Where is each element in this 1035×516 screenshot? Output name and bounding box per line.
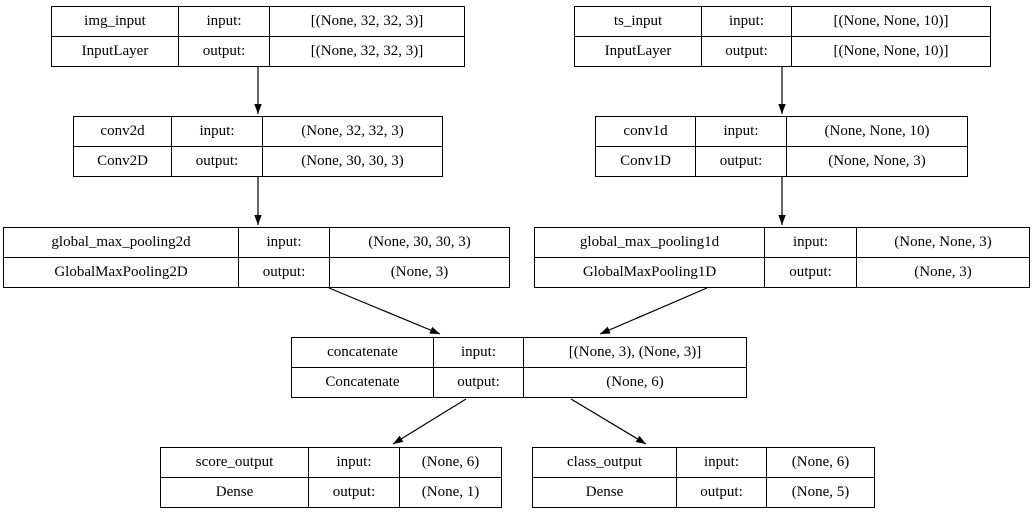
- output-label: output:: [238, 258, 329, 287]
- node-row-top: img_input input: [(None, 32, 32, 3)]: [52, 7, 464, 36]
- input-label: input:: [433, 338, 523, 367]
- node-concatenate: concatenate input: [(None, 3), (None, 3)…: [291, 337, 747, 398]
- layer-type: Dense: [585, 484, 624, 500]
- input-shape: [(None, 32, 32, 3)]: [269, 7, 464, 36]
- input-label: input:: [701, 7, 791, 36]
- node-class_output: class_output input: (None, 6) Dense outp…: [532, 447, 875, 508]
- layer-type: Concatenate: [325, 374, 400, 390]
- input-shape: (None, 6): [399, 448, 501, 477]
- layer-name: global_max_pooling2d: [51, 234, 191, 250]
- input-shape: [(None, 3), (None, 3)]: [523, 338, 746, 367]
- input-label: input:: [764, 228, 856, 257]
- node-row-bottom: Dense output: (None, 5): [533, 477, 874, 507]
- node-img_input: img_input input: [(None, 32, 32, 3)] Inp…: [51, 6, 465, 67]
- layer-type: GlobalMaxPooling2D: [54, 264, 188, 280]
- output-shape: (None, 5): [766, 478, 874, 507]
- layer-type: GlobalMaxPooling1D: [582, 264, 717, 280]
- input-label: input:: [178, 7, 269, 36]
- node-row-bottom: InputLayer output: [(None, None, 10)]: [575, 36, 990, 66]
- input-shape: (None, None, 10): [786, 117, 967, 146]
- node-global_max_pooling1d: global_max_pooling1d input: (None, None,…: [534, 227, 1030, 288]
- output-shape: [(None, None, 10)]: [791, 37, 990, 66]
- node-row-top: concatenate input: [(None, 3), (None, 3)…: [292, 338, 746, 367]
- node-ts_input: ts_input input: [(None, None, 10)] Input…: [574, 6, 991, 67]
- input-label: input:: [171, 117, 262, 146]
- edge-concatenate-class_output: [570, 398, 647, 445]
- output-label: output:: [701, 37, 791, 66]
- layer-name: class_output: [567, 454, 642, 470]
- output-label: output:: [178, 37, 269, 66]
- node-conv2d: conv2d input: (None, 32, 32, 3) Conv2D o…: [73, 116, 443, 177]
- node-conv1d: conv1d input: (None, None, 10) Conv1D ou…: [595, 116, 968, 177]
- node-row-top: score_output input: (None, 6): [161, 448, 501, 477]
- layer-type: Conv1D: [620, 153, 671, 169]
- layer-name: ts_input: [613, 13, 663, 29]
- edge-global_max_pooling2d-concatenate: [328, 287, 441, 335]
- layer-name: concatenate: [327, 344, 398, 360]
- input-shape: (None, 32, 32, 3): [262, 117, 442, 146]
- node-row-bottom: Conv2D output: (None, 30, 30, 3): [74, 146, 442, 176]
- layer-type: Conv2D: [97, 153, 148, 169]
- node-row-bottom: GlobalMaxPooling1D output: (None, 3): [535, 257, 1029, 287]
- layer-type: InputLayer: [604, 43, 672, 59]
- input-label: input:: [695, 117, 786, 146]
- output-shape: (None, 3): [856, 258, 1029, 287]
- output-label: output:: [433, 368, 523, 397]
- node-row-bottom: Concatenate output: (None, 6): [292, 367, 746, 397]
- layer-name: global_max_pooling1d: [579, 234, 720, 250]
- output-shape: (None, 1): [399, 478, 501, 507]
- edge-concatenate-score_output: [392, 398, 467, 445]
- input-label: input:: [308, 448, 399, 477]
- layer-name: img_input: [84, 13, 146, 29]
- output-label: output:: [308, 478, 399, 507]
- layer-type: InputLayer: [81, 43, 149, 59]
- output-label: output:: [695, 147, 786, 176]
- output-label: output:: [171, 147, 262, 176]
- input-shape: [(None, None, 10)]: [791, 7, 990, 36]
- node-row-top: ts_input input: [(None, None, 10)]: [575, 7, 990, 36]
- input-shape: (None, 6): [766, 448, 874, 477]
- input-label: input:: [676, 448, 766, 477]
- node-row-bottom: Dense output: (None, 1): [161, 477, 501, 507]
- output-shape: (None, None, 3): [786, 147, 967, 176]
- input-label: input:: [238, 228, 329, 257]
- output-shape: (None, 6): [523, 368, 746, 397]
- output-shape: (None, 3): [329, 258, 509, 287]
- output-label: output:: [764, 258, 856, 287]
- layer-name: score_output: [195, 454, 274, 470]
- node-row-top: conv2d input: (None, 32, 32, 3): [74, 117, 442, 146]
- node-score_output: score_output input: (None, 6) Dense outp…: [160, 447, 502, 508]
- node-row-bottom: GlobalMaxPooling2D output: (None, 3): [4, 257, 509, 287]
- node-row-top: class_output input: (None, 6): [533, 448, 874, 477]
- edge-global_max_pooling1d-concatenate: [599, 287, 708, 335]
- output-shape: [(None, 32, 32, 3)]: [269, 37, 464, 66]
- layer-name: conv1d: [623, 123, 668, 139]
- layer-name: conv2d: [100, 123, 145, 139]
- node-row-bottom: InputLayer output: [(None, 32, 32, 3)]: [52, 36, 464, 66]
- input-shape: (None, None, 3): [856, 228, 1029, 257]
- node-row-bottom: Conv1D output: (None, None, 3): [596, 146, 967, 176]
- output-label: output:: [676, 478, 766, 507]
- output-shape: (None, 30, 30, 3): [262, 147, 442, 176]
- node-row-top: global_max_pooling2d input: (None, 30, 3…: [4, 228, 509, 257]
- node-row-top: conv1d input: (None, None, 10): [596, 117, 967, 146]
- layer-type: Dense: [215, 484, 254, 500]
- node-global_max_pooling2d: global_max_pooling2d input: (None, 30, 3…: [3, 227, 510, 288]
- input-shape: (None, 30, 30, 3): [329, 228, 509, 257]
- node-row-top: global_max_pooling1d input: (None, None,…: [535, 228, 1029, 257]
